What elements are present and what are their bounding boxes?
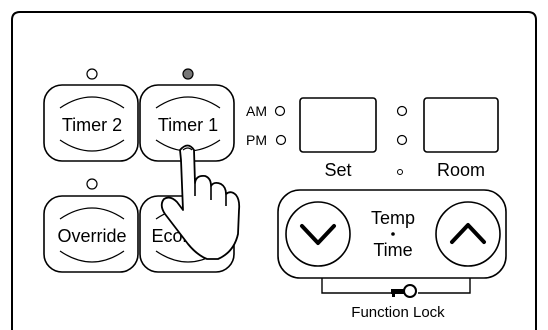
set-label: Set bbox=[324, 160, 351, 180]
pm-indicator bbox=[275, 134, 287, 146]
middle-indicator-top bbox=[396, 105, 408, 117]
middle-indicator-bottom bbox=[396, 134, 408, 146]
chevron-down-icon bbox=[300, 224, 336, 245]
temp-down-button[interactable] bbox=[285, 201, 351, 267]
hand-pointer-icon bbox=[160, 144, 241, 260]
temp-label: Temp bbox=[371, 208, 415, 228]
temp-up-button[interactable] bbox=[435, 201, 501, 267]
function-lock-bracket: Function Lock bbox=[321, 278, 471, 321]
am-label: AM bbox=[246, 103, 267, 119]
timer1-button[interactable]: Timer 1 bbox=[139, 84, 235, 162]
timer1-indicator bbox=[182, 68, 194, 80]
temp-time-control: Temp Time bbox=[277, 189, 507, 279]
timer2-label: Timer 2 bbox=[62, 115, 122, 135]
override-label: Override bbox=[57, 226, 126, 246]
temp-time-dot bbox=[391, 232, 395, 236]
pm-label: PM bbox=[246, 132, 267, 148]
override-indicator bbox=[86, 178, 98, 190]
function-lock-label: Function Lock bbox=[351, 304, 445, 321]
override-button[interactable]: Override bbox=[43, 195, 139, 273]
room-label: Room bbox=[437, 160, 485, 180]
timer2-indicator bbox=[86, 68, 98, 80]
panel-frame bbox=[11, 11, 537, 330]
timer2-button[interactable]: Timer 2 bbox=[43, 84, 139, 162]
room-display bbox=[423, 97, 499, 153]
separator-dot bbox=[397, 169, 403, 175]
key-icon bbox=[391, 284, 417, 298]
timer1-label: Timer 1 bbox=[158, 115, 218, 135]
am-indicator bbox=[274, 105, 286, 117]
time-label: Time bbox=[373, 240, 412, 260]
chevron-up-icon bbox=[450, 223, 486, 244]
set-display bbox=[299, 97, 377, 153]
